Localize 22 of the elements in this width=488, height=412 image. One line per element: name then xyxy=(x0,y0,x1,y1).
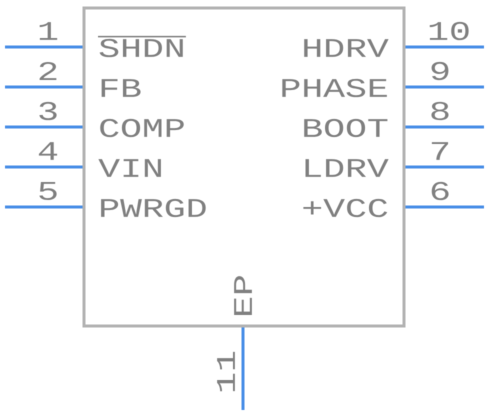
pin-name: PHASE xyxy=(282,78,387,98)
pin-name: BOOT xyxy=(304,118,388,138)
pin-name: PWRGD xyxy=(101,198,206,218)
pin-name: SHDN xyxy=(98,36,186,58)
pin-name: EP xyxy=(234,276,252,315)
pin-number: 7 xyxy=(432,142,448,160)
pin-number: 6 xyxy=(432,182,449,200)
pin-number: 5 xyxy=(39,182,57,200)
pin-number: 1 xyxy=(40,22,58,40)
pin-name: COMP xyxy=(100,118,184,138)
pin-number: 9 xyxy=(432,62,448,80)
pin-name: +VCC xyxy=(303,198,388,218)
pin-number: 2 xyxy=(40,62,56,80)
pin-number: 3 xyxy=(39,102,57,120)
pin-name: LDRV xyxy=(306,159,389,177)
pin-name: HDRV xyxy=(304,39,389,57)
pin-name: FB xyxy=(102,79,141,97)
pin-name: VIN xyxy=(98,159,161,177)
pin-number: 4 xyxy=(38,142,58,160)
pin-number: 8 xyxy=(431,102,449,120)
pin-number: 11 xyxy=(217,352,235,392)
pin-number: 10 xyxy=(430,22,469,40)
